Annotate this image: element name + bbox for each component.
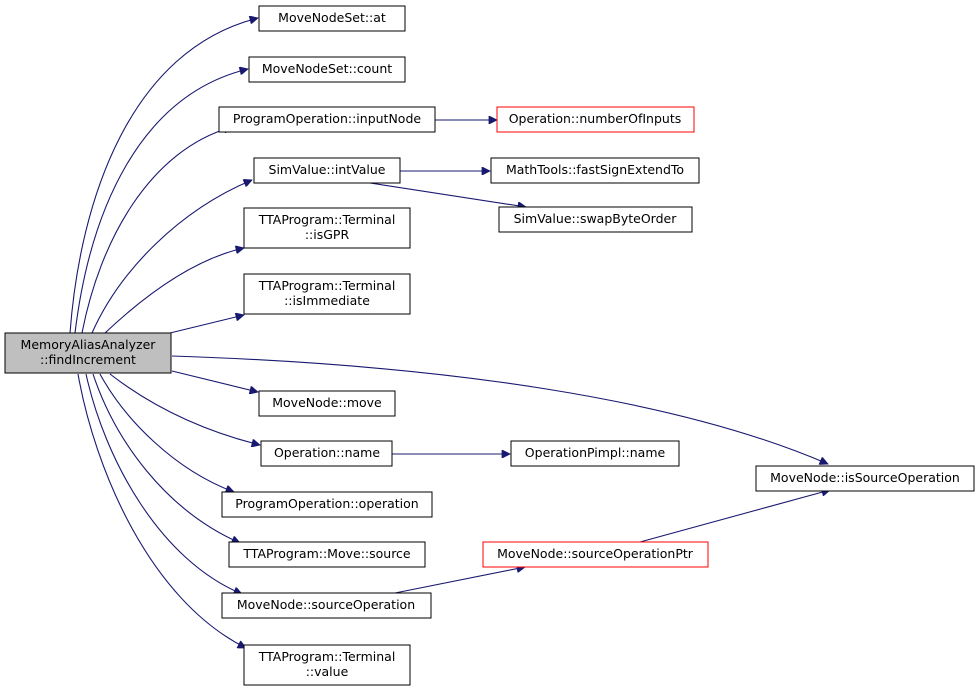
node-root-line1: MemoryAliasAnalyzer [21, 337, 157, 352]
edge-root-to-po-operation [99, 373, 234, 492]
node-root-line2: ::findIncrement [40, 352, 136, 367]
node-mn-move-label: MoveNode::move [272, 395, 382, 410]
edge-mn-srcopptr-to-mn-issrcop [639, 490, 830, 543]
node-po-operation-label: ProgramOperation::operation [235, 496, 418, 511]
node-term-isimm-line1: TTAProgram::Terminal [258, 278, 396, 293]
node-mns-count-label: MoveNodeSet::count [262, 61, 392, 76]
node-root[interactable]: MemoryAliasAnalyzer ::findIncrement [4, 332, 172, 374]
edge-root-to-term-isgpr [104, 248, 244, 334]
node-term-isimm-line2: ::isImmediate [284, 293, 370, 308]
node-term-isimm[interactable]: TTAProgram::Terminal ::isImmediate [243, 273, 411, 315]
node-sv-swap-label: SimValue::swapByteOrder [514, 211, 678, 226]
node-op-numinputs-label: Operation::numberOfInputs [509, 111, 682, 126]
edge-sv-intvalue-to-sv-swap [369, 182, 526, 207]
node-term-value-line1: TTAProgram::Terminal [258, 649, 396, 664]
edges [69, 18, 830, 649]
node-sv-intvalue[interactable]: SimValue::intValue [253, 157, 401, 184]
node-term-isgpr-line1: TTAProgram::Terminal [258, 212, 396, 227]
node-term-isgpr-line2: ::isGPR [305, 227, 350, 242]
node-po-operation[interactable]: ProgramOperation::operation [221, 491, 433, 518]
edge-root-to-mns-count [74, 69, 248, 334]
edge-mn-srcop-to-mn-srcopptr [389, 567, 525, 595]
node-tta-move-source-label: TTAProgram::Move::source [242, 546, 411, 561]
node-mt-fastsign-label: MathTools::fastSignExtendTo [506, 162, 684, 177]
node-op-name-label: Operation::name [274, 445, 380, 460]
node-mn-srcop[interactable]: MoveNode::sourceOperation [221, 592, 432, 619]
node-mn-srcopptr-label: MoveNode::sourceOperationPtr [497, 546, 694, 561]
node-term-value-line2: ::value [306, 664, 349, 679]
edge-root-to-po-inputnode [81, 127, 232, 334]
edge-root-to-mn-move [171, 370, 258, 392]
node-sv-swap[interactable]: SimValue::swapByteOrder [498, 206, 693, 233]
node-term-isgpr[interactable]: TTAProgram::Terminal ::isGPR [243, 207, 411, 249]
edge-root-to-term-value [77, 373, 246, 649]
edge-root-to-op-name [109, 373, 260, 445]
node-op-name[interactable]: Operation::name [260, 440, 393, 467]
node-mns-at[interactable]: MoveNodeSet::at [258, 5, 406, 32]
node-term-value[interactable]: TTAProgram::Terminal ::value [243, 644, 411, 686]
node-mn-issrcop[interactable]: MoveNode::isSourceOperation [755, 465, 975, 492]
node-mt-fastsign[interactable]: MathTools::fastSignExtendTo [490, 157, 700, 184]
node-mns-at-label: MoveNodeSet::at [278, 10, 386, 25]
edge-root-to-sv-intvalue [91, 180, 252, 334]
node-sv-intvalue-label: SimValue::intValue [269, 162, 386, 177]
edge-root-to-mn-issrcop [171, 355, 828, 464]
edge-root-to-term-isimm [169, 315, 244, 334]
node-mn-issrcop-label: MoveNode::isSourceOperation [770, 470, 960, 485]
edge-root-to-tta-move-source [92, 373, 240, 543]
node-mns-count[interactable]: MoveNodeSet::count [248, 56, 406, 83]
node-tta-move-source[interactable]: TTAProgram::Move::source [228, 541, 426, 568]
node-mn-srcop-label: MoveNode::sourceOperation [237, 597, 415, 612]
node-mn-srcopptr[interactable]: MoveNode::sourceOperationPtr [482, 541, 709, 568]
node-opimpl-name-label: OperationPimpl::name [525, 445, 666, 460]
node-po-inputnode-label: ProgramOperation::inputNode [233, 111, 421, 126]
node-opimpl-name[interactable]: OperationPimpl::name [510, 440, 680, 467]
node-mn-move[interactable]: MoveNode::move [258, 390, 396, 417]
node-po-inputnode[interactable]: ProgramOperation::inputNode [218, 106, 436, 133]
node-op-numinputs[interactable]: Operation::numberOfInputs [496, 106, 695, 133]
edge-root-to-mns-at [69, 18, 258, 334]
edge-root-to-mn-srcop [85, 373, 242, 594]
